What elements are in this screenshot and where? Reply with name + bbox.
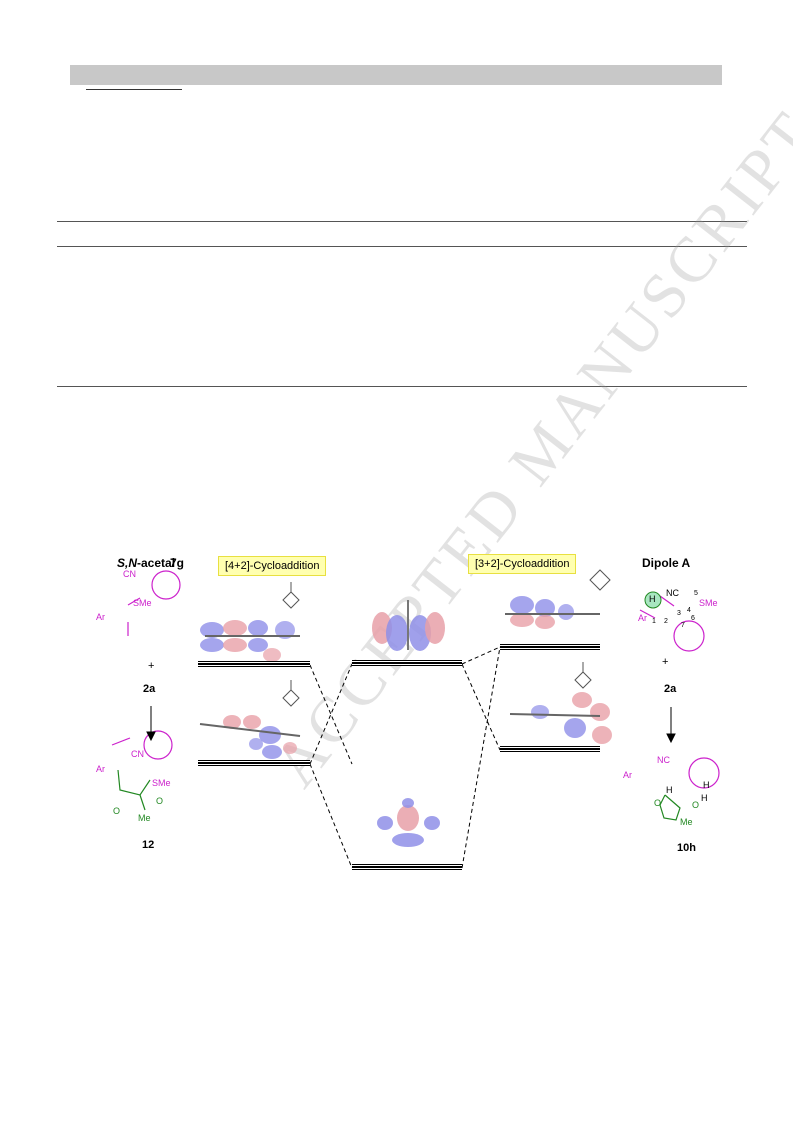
right-ar-label: Ar	[638, 613, 647, 623]
right-product-h2: H	[703, 780, 710, 790]
energy-level-center-lower	[352, 864, 462, 870]
left-plus-sign: +	[148, 660, 155, 672]
cycloaddition-3-2-label: [3+2]-Cycloaddition	[468, 554, 577, 574]
right-product-o1: O	[654, 798, 662, 808]
right-sme-label: SMe	[699, 598, 718, 608]
energy-level-right-upper	[500, 644, 600, 650]
left-product-cn: CN	[131, 749, 144, 759]
right-product-me: Me	[680, 817, 693, 827]
left-product-ring	[117, 769, 151, 811]
right-atom-2: 2	[664, 618, 668, 625]
right-product-nc: NC	[657, 755, 670, 765]
left-lower-orbital	[199, 680, 301, 759]
right-atom-5: 5	[694, 590, 698, 597]
sn-prefix: S,N	[117, 556, 138, 570]
left-scheme-structures	[111, 570, 181, 760]
left-upper-orbital	[200, 582, 300, 662]
energy-level-left-upper	[198, 661, 310, 667]
table-header-rule	[57, 246, 747, 247]
right-atom-6: 6	[691, 615, 695, 622]
dipole-a-title: Dipole A	[642, 556, 691, 570]
right-atom-7: 7	[681, 622, 685, 629]
section-header-bar	[70, 65, 722, 85]
right-product-o2: O	[692, 800, 700, 810]
right-atom-4: 4	[687, 607, 691, 614]
center-lower-orbital	[377, 798, 440, 847]
table-top-rule	[57, 221, 747, 222]
right-reagent-2a: 2a	[664, 683, 677, 695]
left-product-12: 12	[142, 839, 155, 851]
left-ar-label: Ar	[96, 612, 105, 622]
table-bottom-rule	[57, 386, 747, 387]
correlation-lines	[309, 646, 501, 869]
highlighted-h-atom	[644, 591, 662, 609]
right-scheme-structures	[639, 595, 720, 789]
sn-acetal-title: S,N-acetal	[117, 556, 175, 570]
right-product-ring	[659, 794, 681, 821]
left-reagent-2a: 2a	[143, 683, 156, 695]
left-product-o2: O	[156, 796, 164, 806]
left-product-ar: Ar	[96, 764, 105, 774]
right-upper-orbital	[505, 569, 611, 629]
right-plus-sign: +	[662, 656, 669, 668]
left-cn-label: CN	[123, 569, 136, 579]
left-product-sme: SMe	[152, 778, 171, 788]
energy-level-center-upper	[352, 660, 462, 666]
compound-7g-label: 7g	[170, 556, 185, 570]
sn-suffix: -acetal	[137, 556, 176, 570]
right-nc-label: NC	[666, 588, 679, 598]
short-underline	[86, 89, 182, 90]
left-sme-label: SMe	[133, 598, 152, 608]
left-product-o1: O	[113, 806, 121, 816]
reaction-arrows	[146, 706, 676, 744]
right-atom-1: 1	[652, 618, 656, 625]
cycloaddition-4-2-label: [4+2]-Cycloaddition	[218, 556, 327, 576]
energy-level-left-lower	[198, 760, 310, 766]
right-lower-orbital	[509, 662, 612, 744]
right-atom-3: 3	[677, 610, 681, 617]
energy-level-right-lower	[500, 746, 600, 752]
right-product-h1: H	[666, 785, 673, 795]
center-upper-orbital	[372, 600, 445, 651]
right-product-ar: Ar	[623, 770, 632, 780]
right-product-h3: H	[701, 793, 708, 803]
right-product-10h: 10h	[677, 842, 696, 854]
right-h-label: H	[649, 594, 656, 604]
left-product-me: Me	[138, 813, 151, 823]
